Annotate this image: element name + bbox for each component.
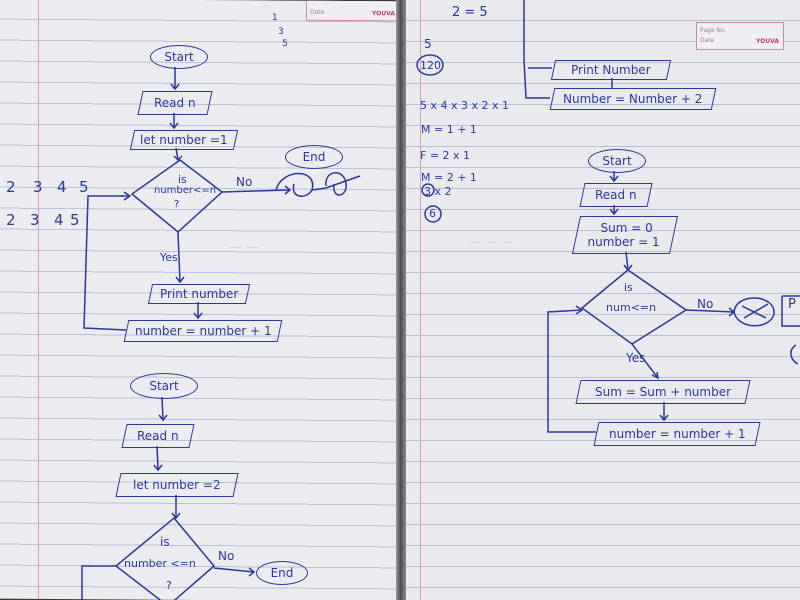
arrowhead	[609, 175, 619, 183]
sequence-number: 4	[57, 178, 67, 196]
sequence-number: 2	[6, 178, 16, 196]
arrowhead	[153, 464, 163, 472]
circled-note	[424, 205, 442, 223]
arrowhead	[248, 567, 256, 577]
arrow-line	[685, 309, 735, 313]
decision-text: is	[160, 535, 170, 549]
margin-note: 2 = 5	[452, 5, 488, 20]
loop-back-line	[81, 565, 116, 600]
page-number: 1	[272, 13, 278, 23]
margin-note: M = 1 + 1	[421, 123, 477, 136]
loop-back-line	[83, 195, 130, 331]
bleed-through-mark: — —	[230, 240, 258, 254]
sequence-number: 3	[30, 211, 40, 229]
margin-note: 5 x 4 x 3 x 2 x 1	[420, 99, 510, 112]
end-terminal: End	[256, 561, 308, 585]
arrow-line	[161, 396, 164, 421]
arrowhead	[193, 312, 203, 320]
circled-note	[416, 54, 444, 76]
decision-text: ?	[174, 199, 180, 210]
arrow-line	[221, 189, 291, 193]
margin-note: M = 2 + 1	[421, 171, 477, 184]
no-branch-label: No	[697, 297, 714, 311]
decision-diamond	[580, 269, 688, 345]
start-terminal: Start	[588, 149, 646, 173]
decision-text: is	[178, 173, 187, 186]
end-scribble	[275, 172, 361, 197]
no-branch-label: No	[218, 549, 235, 563]
page-header-box: Page No. Date YOUVA	[696, 22, 784, 50]
arrow-line	[213, 567, 255, 573]
arrowhead	[170, 83, 180, 91]
no-branch-label: No	[236, 175, 253, 189]
arrow-line	[156, 445, 159, 471]
arrowhead	[651, 371, 659, 380]
arrowhead	[171, 512, 181, 520]
arrowhead	[169, 122, 179, 130]
arrowhead	[173, 155, 183, 162]
arrowhead	[575, 305, 584, 315]
cut-off-mark	[790, 344, 799, 365]
brand-mark: YOUVA	[756, 38, 779, 45]
start-terminal: Start	[150, 45, 208, 69]
arrowhead	[123, 191, 132, 201]
margin-note: 120	[420, 59, 441, 72]
cut-off-box	[781, 295, 800, 327]
sequence-number: 3	[33, 178, 43, 196]
margin-note: 6	[429, 207, 436, 220]
decision-text: number <=n	[124, 557, 196, 570]
page-number: 3	[278, 27, 284, 37]
decision-text: is	[624, 281, 633, 294]
arrow-line	[177, 231, 181, 283]
decision-diamond	[114, 516, 216, 600]
arrow-line	[175, 147, 179, 161]
margin-note: 5	[424, 37, 432, 51]
arrowhead	[609, 208, 619, 216]
decision-text: number<=n	[154, 185, 217, 196]
decision-text: num<=n	[606, 301, 657, 314]
date-field-label: Date	[700, 37, 715, 44]
arrow-line	[625, 251, 629, 271]
arrowhead	[659, 414, 669, 422]
circled-note	[421, 183, 435, 197]
decision-text: ?	[166, 579, 172, 592]
sequence-number: 5	[79, 178, 89, 196]
start-terminal: Start	[130, 373, 198, 399]
loop-back-line	[547, 309, 596, 433]
arrowhead	[284, 185, 292, 195]
cut-off-text: P	[788, 297, 796, 312]
margin-note: F = 2 x 1	[420, 149, 471, 162]
margin-note: 3 x 2	[424, 185, 452, 198]
end-terminal: End	[285, 145, 343, 169]
loop-back-line	[523, 59, 550, 99]
margin-line	[420, 0, 421, 600]
sequence-number: 2	[6, 211, 16, 229]
arrow-line	[631, 343, 659, 379]
end-scribble	[733, 297, 775, 327]
yes-branch-label: Yes	[160, 251, 178, 264]
right-notebook-page: Page No. Date YOUVA	[402, 0, 800, 600]
decision-diamond	[130, 159, 224, 233]
page-no-field-label: Page No.	[700, 27, 727, 34]
notebook-spine	[396, 0, 406, 600]
arrowhead	[158, 414, 168, 422]
page-number: 5	[282, 39, 288, 49]
sequence-number: 5	[70, 211, 80, 229]
arrowhead	[175, 276, 185, 284]
bleed-through-mark: — — —	[470, 235, 514, 249]
sequence-number: 4	[54, 211, 64, 229]
